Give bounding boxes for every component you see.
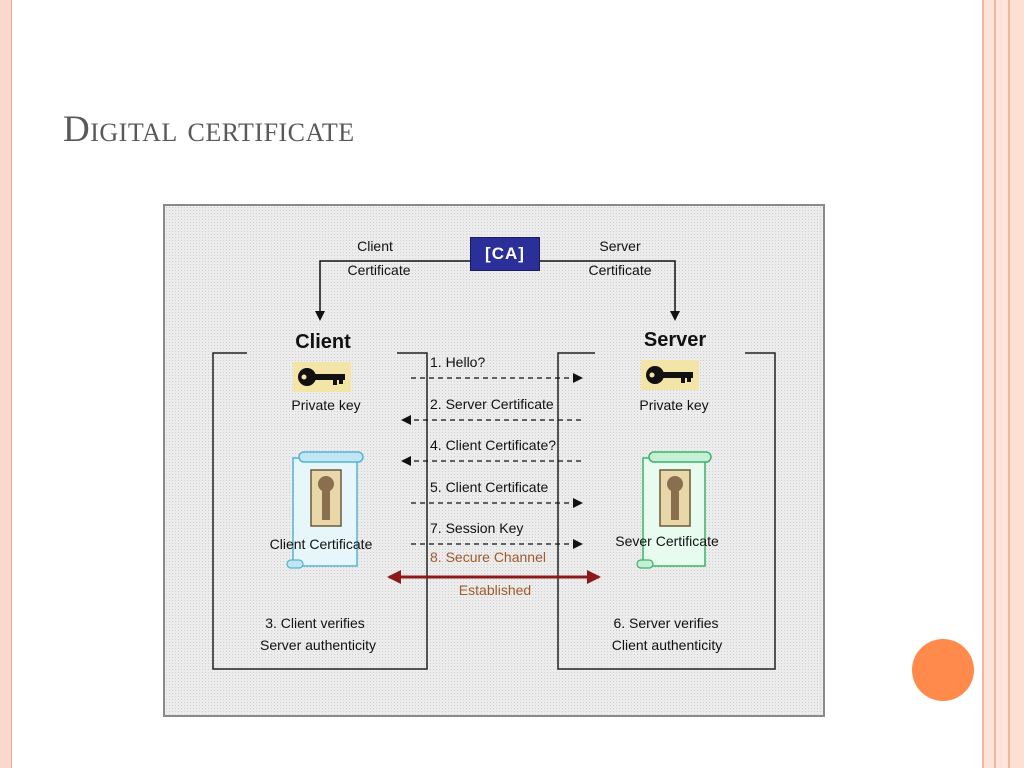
client-certificate-caption: Client Certificate: [269, 536, 373, 552]
slide-title: Digital certificate: [63, 109, 355, 150]
secure-channel-label: 8. Secure Channel: [430, 549, 546, 565]
step-client-certificate: 5. Client Certificate: [430, 479, 549, 495]
key-icon: [293, 362, 351, 392]
step-server-certificate: 2. Server Certificate: [430, 396, 554, 412]
certificate-scroll-icon: [286, 451, 364, 569]
established-label: Established: [458, 582, 532, 598]
step-session-key: 7. Session Key: [430, 520, 524, 536]
client-verifies-line1: 3. Client verifies: [265, 615, 365, 631]
ca-box: [CA]: [470, 237, 540, 271]
server-certificate-label-top: Server: [599, 238, 641, 254]
certificate-scroll-icon: [636, 451, 712, 569]
server-certificate-caption: Sever Certificate: [615, 533, 719, 549]
slide-frame-right: [978, 0, 1024, 768]
server-private-key-label: Private key: [639, 397, 709, 413]
key-icon: [641, 360, 699, 390]
server-bracket: [557, 352, 776, 670]
decorative-orange-circle: [912, 639, 974, 701]
server-title: Server: [643, 329, 707, 351]
diagram-lines: [212, 260, 776, 670]
client-certificate-label-top: Client: [357, 238, 393, 254]
client-private-key-label: Private key: [291, 397, 361, 413]
certificate-diagram: [CA] Client Certificate Server Certifica…: [163, 204, 825, 717]
message-arrows: [401, 373, 583, 549]
server-verifies-line2: Client authenticity: [611, 637, 723, 653]
server-certificate-label-bottom: Certificate: [588, 262, 652, 278]
server-verifies-line1: 6. Server verifies: [613, 615, 719, 631]
ca-distribution-lines: [315, 260, 680, 321]
client-bracket: [212, 352, 428, 670]
client-title: Client: [295, 331, 351, 353]
client-verifies-line2: Server authenticity: [260, 637, 376, 653]
slide-frame-left: [0, 0, 12, 768]
client-certificate-label-bottom: Certificate: [347, 262, 411, 278]
step-client-certificate-request: 4. Client Certificate?: [430, 437, 557, 453]
step-hello: 1. Hello?: [430, 354, 486, 370]
